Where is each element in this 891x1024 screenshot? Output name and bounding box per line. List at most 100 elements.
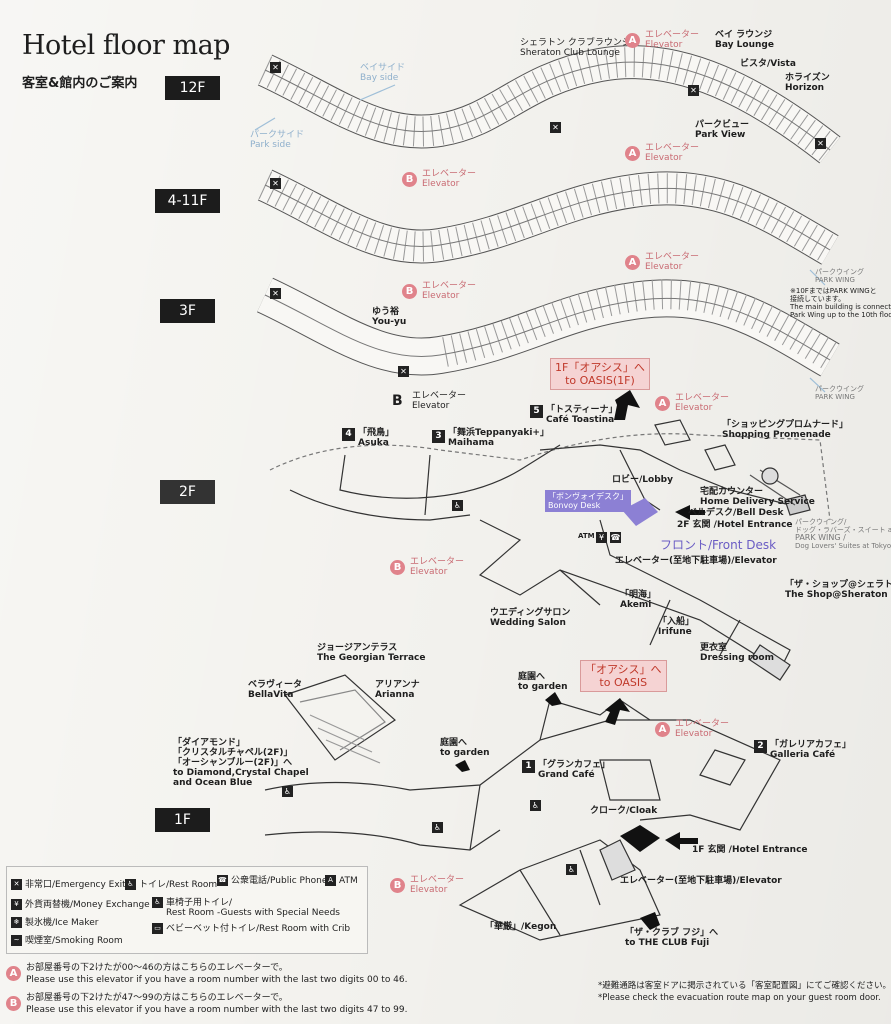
crib-icon: ▭ <box>152 923 163 934</box>
elevator-b-badge-4-11f[interactable]: B <box>402 284 417 299</box>
kegon-label: 「華厳」/Kegon <box>485 922 557 932</box>
elevator-parking-2f-label: エレベーター(至地下駐車場)/Elevator <box>615 556 777 566</box>
elevator-b-badge-2f[interactable]: B <box>390 560 405 575</box>
asuka-number: 4 <box>342 428 355 441</box>
elevator-a-badge-1f[interactable]: A <box>655 722 670 737</box>
atm-icon: A <box>325 875 336 886</box>
legend-crib: ▭ベビーベット付トイレ/Rest Room with Crib <box>152 923 350 934</box>
elevator-b-letter-3f[interactable]: B <box>392 393 403 409</box>
public-phone-icon: ☎ <box>610 532 621 543</box>
club-fuji-arrow <box>640 912 660 930</box>
park-side-arrow <box>254 117 276 131</box>
floor-2f-plan <box>269 419 831 681</box>
floor-tag-2f[interactable]: 2F <box>160 480 215 504</box>
emergency-exit-icon: ✕ <box>270 178 281 189</box>
emergency-exit-icon: ✕ <box>815 138 826 149</box>
front-desk-marker[interactable] <box>622 498 658 526</box>
wheelchair-icon: ♿ <box>152 897 163 908</box>
bell-desk-label: ベルデスク/Bell Desk <box>688 508 784 518</box>
lobby-label: ロビー/Lobby <box>612 475 673 485</box>
cloak-label: クローク/Cloak <box>590 806 658 816</box>
legend-smoking: ~喫煙室/Smoking Room <box>11 935 123 946</box>
floor-tag-3f[interactable]: 3F <box>160 299 215 323</box>
akemi-label: 「明海」Akemi <box>620 590 657 610</box>
grand-cafe-number: 1 <box>522 760 535 773</box>
rest-room-icon: ♿ <box>125 879 136 890</box>
maihama-number: 3 <box>432 430 445 443</box>
elevator-b-badge-12f[interactable]: B <box>402 172 417 187</box>
entrance-arrow-1f <box>665 832 698 850</box>
elevator-b-badge-1f[interactable]: B <box>390 878 405 893</box>
vista-label: ビスタ/Vista <box>740 59 796 69</box>
smoking-icon: ~ <box>11 935 22 946</box>
shopping-promenade-label: 「ショッピングプロムナード」Shopping Promenade <box>722 420 849 440</box>
floor-3f-plan <box>257 277 840 377</box>
galleria-cafe-number: 2 <box>754 740 767 753</box>
page-title: Hotel floor map <box>22 30 230 61</box>
emergency-exit-icon: ✕ <box>688 85 699 96</box>
floor-tag-1f[interactable]: 1F <box>155 808 210 832</box>
legend-rest-room: ♿トイレ/Rest Room <box>125 879 217 890</box>
atm-label-2f: ATM <box>578 532 595 540</box>
front-desk-label[interactable]: フロント/Front Desk <box>660 538 777 552</box>
bonvoy-desk-label[interactable]: 「ボンヴォイデスク」Bonvoy Desk <box>545 490 631 512</box>
asuka-label: 「飛鳥」Asuka <box>358 428 395 448</box>
park-wing-arrow-3 <box>809 377 826 393</box>
money-exchange-icon: ¥ <box>11 899 22 910</box>
legend-public-phone: ☎公衆電話/Public Phone <box>217 875 328 886</box>
garden-arrow-2 <box>545 692 562 706</box>
elevator-a-badge-4-11f[interactable]: A <box>625 255 640 270</box>
park-wing-dog-lovers-label: パークウイング/ドッグ・ラバーズ・スイート at シェラトン PARK WING… <box>795 518 891 550</box>
elevator-a-badge-12f[interactable]: A <box>625 33 640 48</box>
floor-tag-4-11f[interactable]: 4-11F <box>155 189 220 213</box>
irifune-label: 「入船」Irifune <box>658 617 695 637</box>
legend-ice-maker: ❄製氷機/Ice Maker <box>11 917 98 928</box>
elevator-a-note: お部屋番号の下2けたが00〜46の方はこちらのエレベーターで。Please us… <box>26 963 408 985</box>
rest-room-icon: ♿ <box>566 864 577 875</box>
elevator-b-note: お部屋番号の下2けたが47〜99の方はこちらのエレベーターで。Please us… <box>26 993 408 1015</box>
maihama-label: 「舞浜Teppanyaki+」Maihama <box>448 428 549 448</box>
oasis-arrow-2f <box>614 390 640 420</box>
oasis-arrow-1f <box>605 698 630 725</box>
money-exchange-icon: ¥ <box>596 532 607 543</box>
emergency-exit-icon: ✕ <box>11 879 22 890</box>
emergency-exit-icon: ✕ <box>398 366 409 377</box>
toastina-label: 「トスティーナ」Café Toastina <box>546 405 618 425</box>
elevator-a-badge-3f[interactable]: A <box>655 396 670 411</box>
evacuation-note: *避難通路は客室ドアに掲示されている「客室配置図」にてご確認ください。*Plea… <box>598 981 891 1003</box>
hotel-entrance-1f-label: 1F 玄関 /Hotel Entrance <box>692 845 808 855</box>
floor-12f-plan <box>257 45 841 164</box>
park-wing-connection-note: ※10FまではPARK WINGと接続しています。 The main build… <box>790 287 891 319</box>
rest-room-icon: ♿ <box>452 500 463 511</box>
floor-tag-12f[interactable]: 12F <box>165 76 220 100</box>
cloak-marker <box>620 825 660 852</box>
elevator-a-badge-12f-lower[interactable]: A <box>625 146 640 161</box>
toastina-number: 5 <box>530 405 543 418</box>
legend-emergency-exit: ✕非常口/Emergency Exit <box>11 879 126 890</box>
emergency-exit-icon: ✕ <box>270 288 281 299</box>
public-phone-icon: ☎ <box>217 875 228 886</box>
